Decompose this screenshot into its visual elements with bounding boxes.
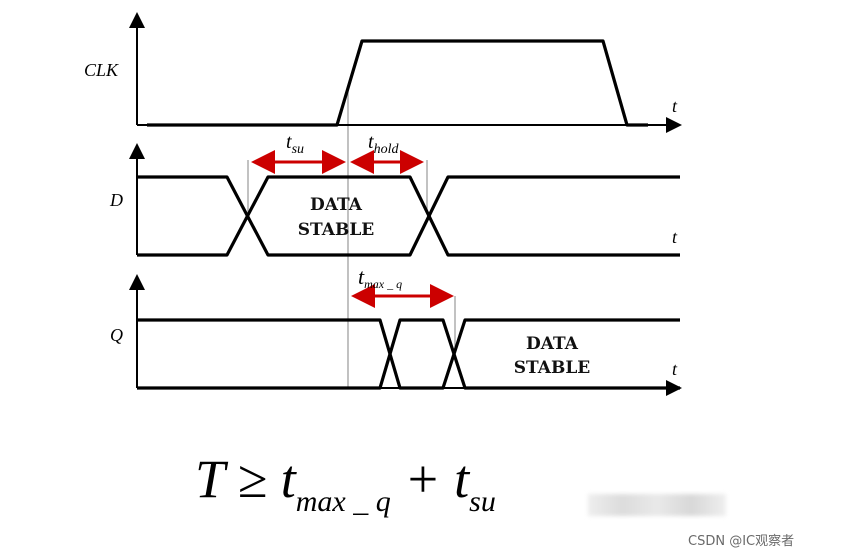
formula-ge: ≥ — [237, 449, 268, 509]
clk-t-label: t — [672, 96, 678, 116]
d-signal: D t DATA STABLE — [109, 143, 680, 257]
q-stable-line2: STABLE — [514, 358, 591, 378]
guide-lines — [247, 88, 456, 388]
setup-hold-annotations: tsu thold — [251, 131, 424, 174]
d-t-label: t — [672, 227, 678, 247]
d-waveform-upper — [137, 175, 680, 257]
clk-waveform — [147, 39, 648, 127]
q-signal: Q t DATA STABLE — [110, 274, 682, 396]
formula-t1: t — [280, 449, 296, 509]
watermark: CSDN @IC观察者 — [688, 534, 795, 549]
formula-t2: t — [454, 449, 470, 509]
formula-sub-su: su — [469, 485, 496, 518]
tmaxq-label: tmax _ q — [358, 264, 402, 291]
tmaxq-annotation: tmax _ q — [351, 264, 454, 308]
q-t-label: t — [672, 359, 678, 379]
formula-sub-maxq: max _ q — [295, 485, 391, 518]
q-waveform-upper — [137, 318, 680, 390]
blurred-region — [588, 494, 726, 516]
timing-constraint-formula: T ≥ tmax _ q + tsu — [195, 448, 496, 519]
d-waveform-lower — [137, 175, 680, 257]
formula-T: T — [195, 449, 225, 509]
d-stable-line2: STABLE — [298, 220, 375, 240]
thold-label: thold — [368, 131, 399, 157]
q-waveform-lower — [137, 318, 680, 390]
tsu-label: tsu — [286, 131, 304, 157]
clk-label: CLK — [84, 60, 119, 80]
q-stable-line1: DATA — [526, 334, 579, 354]
formula-plus: + — [404, 449, 441, 509]
d-label: D — [109, 190, 123, 210]
d-stable-line1: DATA — [310, 195, 363, 215]
q-label: Q — [110, 325, 123, 345]
clk-signal: CLK t — [84, 12, 682, 133]
